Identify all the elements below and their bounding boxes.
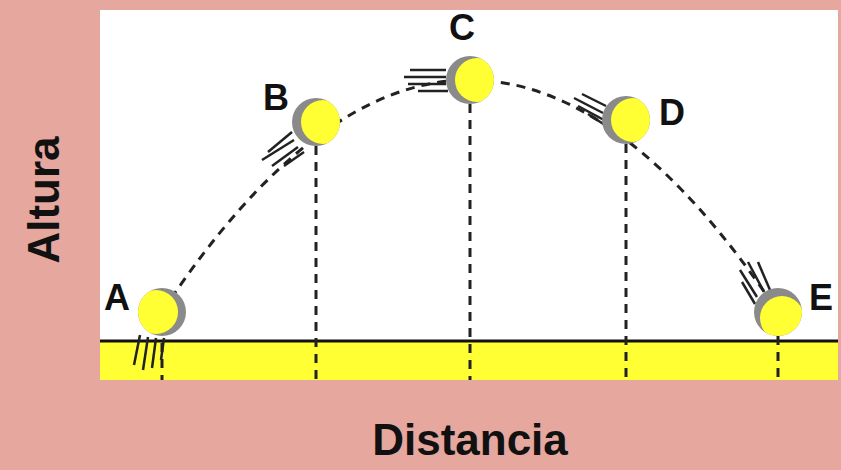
balls (134, 56, 804, 340)
point-label: A (104, 280, 130, 316)
point-label: E (809, 280, 833, 316)
dashed-guides (162, 80, 778, 380)
point-label: B (263, 80, 289, 116)
point-label: D (659, 95, 685, 131)
point-label: C (449, 10, 475, 46)
plot-area (100, 10, 838, 380)
motion-streaks (134, 70, 770, 370)
axis-label: Distancia (372, 418, 568, 462)
axis-label: Altura (22, 136, 66, 263)
ground-line (100, 340, 838, 343)
